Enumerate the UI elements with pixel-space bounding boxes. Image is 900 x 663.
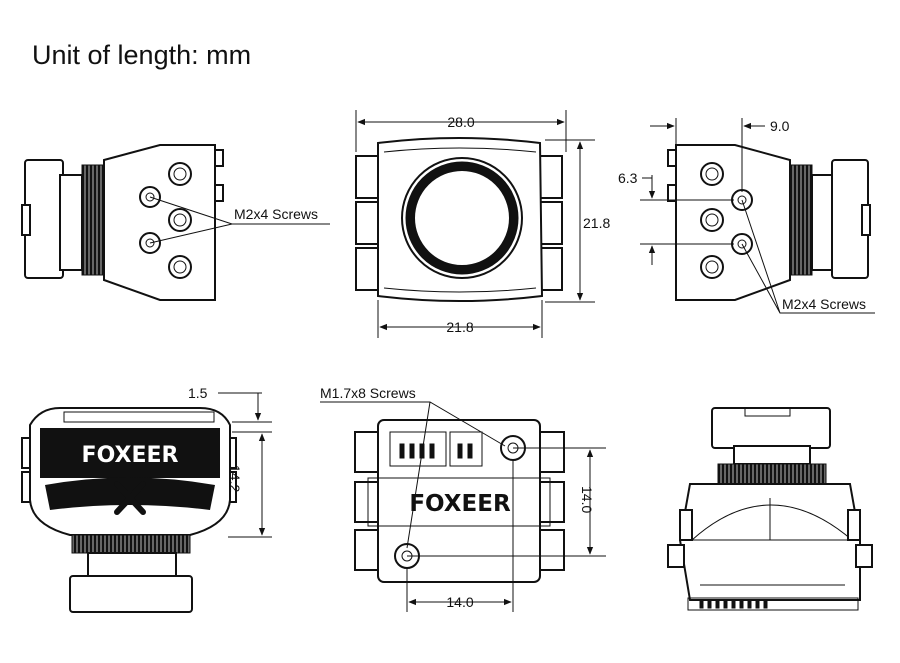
foxeer-x-logo-icon xyxy=(114,481,146,515)
side-view-right: 9.0 6.3 M2x4 Screws xyxy=(618,118,875,314)
bottom-view xyxy=(667,407,873,611)
m2x4-screws-label-right: M2x4 Screws xyxy=(782,296,866,312)
dim-front-height: 21.8 xyxy=(583,215,610,231)
side-view-left: M2x4 Screws xyxy=(21,144,330,301)
dim-rear-hole-horizontal: 14.0 xyxy=(446,594,473,610)
m2x4-screws-label-left: M2x4 Screws xyxy=(234,206,318,222)
dim-back-height: 14.2 xyxy=(227,465,243,492)
dim-side-hole-offset: 6.3 xyxy=(618,170,638,186)
dim-top-width: 28.0 xyxy=(447,114,474,130)
dim-rear-hole-vertical: 14.0 xyxy=(579,486,595,513)
bottom-connector-pins xyxy=(699,599,768,609)
dim-side-depth: 9.0 xyxy=(770,118,790,134)
dim-back-top-offset: 1.5 xyxy=(188,385,208,401)
front-view: 28.0 21.8 21.8 xyxy=(355,110,610,338)
rear-view: FOXEER M1.7x8 Screws 14.0 14.0 xyxy=(320,385,606,612)
side-left-screw-holes xyxy=(139,162,192,279)
dim-front-bottom-width: 21.8 xyxy=(446,319,473,335)
m17x8-screws-label: M1.7x8 Screws xyxy=(320,385,416,401)
back-brand-text: FOXEER xyxy=(82,443,179,468)
rear-brand-text: FOXEER xyxy=(409,491,511,517)
back-view: FOXEER 1.5 14.2 xyxy=(21,385,272,613)
page-title: Unit of length: mm xyxy=(32,40,252,70)
